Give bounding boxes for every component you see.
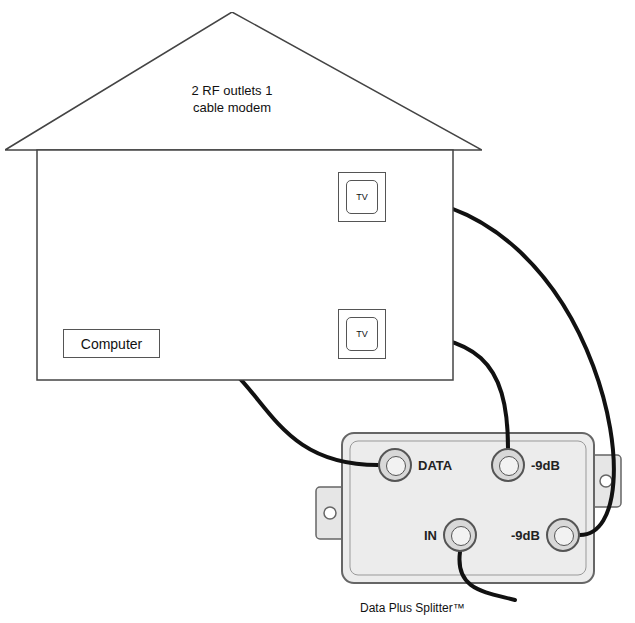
house-label: 2 RF outlets 1 cable modem [177, 82, 287, 116]
tv-outlet: TV [338, 309, 386, 359]
port-label: -9dB [511, 528, 540, 543]
port-label: -9dB [531, 458, 560, 473]
tv-screen: TV [346, 180, 378, 214]
computer-label: Computer [81, 336, 142, 352]
port-label-wrap: -9dB [511, 528, 546, 543]
port-label-wrap: IN [424, 528, 443, 543]
port-label: IN [424, 528, 437, 543]
input-cable [459, 552, 515, 600]
house-outline: 2 RF outlets 1 cable modemTV TV Computer [5, 12, 482, 381]
splitter-port: -9dB [491, 448, 560, 482]
port-connector [546, 518, 580, 552]
port-label-wrap: DATA [412, 458, 452, 473]
splitter-port: DATA [378, 448, 453, 482]
tv-label: TV [356, 329, 368, 339]
port-label-wrap: -9dB [525, 458, 560, 473]
splitter-housing [316, 433, 621, 583]
port-connector [378, 448, 412, 482]
computer-box: Computer [63, 329, 160, 358]
tv-label: TV [356, 192, 368, 202]
caption: Data Plus Splitter™ [360, 601, 465, 615]
port-connector [491, 448, 525, 482]
port-connector [443, 518, 477, 552]
port-label: DATA [418, 458, 452, 473]
splitter-port: -9dB [511, 518, 580, 552]
tv-outlet: TV [338, 172, 386, 222]
tv-screen: TV [346, 317, 378, 351]
splitter-port: IN [424, 518, 477, 552]
house-shape [5, 12, 482, 381]
